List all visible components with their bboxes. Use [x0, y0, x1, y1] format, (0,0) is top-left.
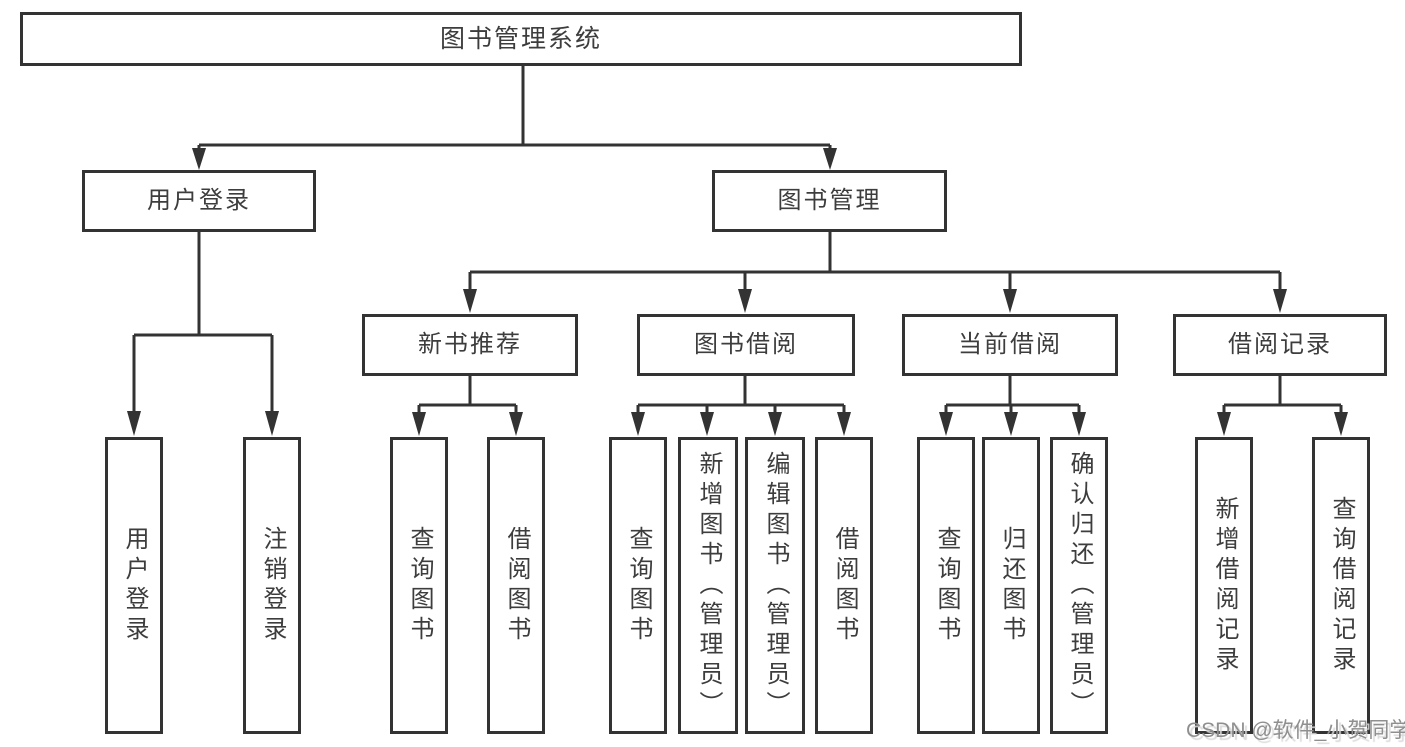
- leaf-confirm-return-admin-label: 确认归还（管理员）: [1066, 450, 1093, 721]
- leaf-return-books-label: 归还图书: [998, 525, 1025, 646]
- leaf-confirm-return-admin: 确认归还（管理员）: [1050, 437, 1108, 734]
- leaf-add-books-admin-label: 新增图书（管理员）: [695, 450, 722, 721]
- leaf-query-books-recommend-label: 查询图书: [406, 525, 433, 646]
- leaf-query-books-recommend: 查询图书: [390, 437, 448, 734]
- leaf-borrow-books: 借阅图书: [815, 437, 873, 734]
- node-book-management-label: 图书管理: [777, 187, 882, 214]
- leaf-logout-label: 注销登录: [259, 525, 286, 646]
- leaf-query-books-borrow-label: 查询图书: [625, 525, 652, 646]
- node-root-label: 图书管理系统: [439, 24, 602, 53]
- node-user-login-label: 用户登录: [147, 187, 251, 214]
- arrowhead: [700, 412, 714, 436]
- leaf-add-borrow-record-label: 新增借阅记录: [1211, 495, 1238, 676]
- leaf-query-borrow-record: 查询借阅记录: [1312, 437, 1370, 734]
- leaf-query-books-borrow: 查询图书: [609, 437, 667, 734]
- leaf-edit-books-admin: 编辑图书（管理员）: [745, 437, 805, 734]
- arrowhead: [463, 289, 477, 313]
- arrowhead: [412, 412, 426, 436]
- arrowhead: [823, 148, 837, 170]
- arrowhead: [192, 148, 206, 170]
- leaf-user-login: 用户登录: [105, 437, 163, 734]
- node-current-borrow: 当前借阅: [902, 314, 1118, 376]
- leaf-query-books-current: 查询图书: [917, 437, 975, 734]
- leaf-user-login-label: 用户登录: [121, 525, 148, 646]
- arrowhead: [1217, 412, 1231, 436]
- arrowhead: [1334, 412, 1348, 436]
- arrowhead: [738, 289, 752, 313]
- arrowhead: [509, 412, 523, 436]
- arrowhead: [837, 412, 851, 436]
- node-book-borrow: 图书借阅: [637, 314, 855, 376]
- leaf-logout: 注销登录: [243, 437, 301, 734]
- node-borrow-records: 借阅记录: [1173, 314, 1387, 376]
- leaf-add-borrow-record: 新增借阅记录: [1195, 437, 1253, 734]
- node-borrow-records-label: 借阅记录: [1228, 331, 1332, 358]
- node-root: 图书管理系统: [20, 12, 1022, 66]
- arrowhead: [127, 411, 141, 436]
- leaf-add-books-admin: 新增图书（管理员）: [678, 437, 738, 734]
- leaf-borrow-books-label: 借阅图书: [831, 525, 858, 646]
- node-book-management: 图书管理: [712, 170, 947, 232]
- arrowhead: [939, 412, 953, 436]
- arrowhead: [768, 412, 782, 436]
- watermark: CSDN @软件_小贺同学: [1186, 719, 1405, 742]
- leaf-borrow-books-recommend-label: 借阅图书: [503, 525, 530, 646]
- node-new-book-recommend: 新书推荐: [362, 314, 578, 376]
- leaf-return-books: 归还图书: [982, 437, 1040, 734]
- leaf-borrow-books-recommend: 借阅图书: [487, 437, 545, 734]
- leaf-edit-books-admin-label: 编辑图书（管理员）: [762, 450, 789, 721]
- arrowhead: [265, 411, 279, 436]
- arrowhead: [1004, 412, 1018, 436]
- arrowhead: [1003, 289, 1017, 313]
- arrowhead: [1273, 289, 1287, 313]
- arrowhead: [631, 412, 645, 436]
- leaf-query-borrow-record-label: 查询借阅记录: [1328, 495, 1355, 676]
- node-user-login: 用户登录: [82, 170, 316, 232]
- leaf-query-books-current-label: 查询图书: [933, 525, 960, 646]
- node-current-borrow-label: 当前借阅: [958, 331, 1062, 358]
- arrowhead: [1072, 412, 1086, 436]
- node-book-borrow-label: 图书借阅: [694, 331, 798, 358]
- node-new-book-recommend-label: 新书推荐: [418, 331, 522, 358]
